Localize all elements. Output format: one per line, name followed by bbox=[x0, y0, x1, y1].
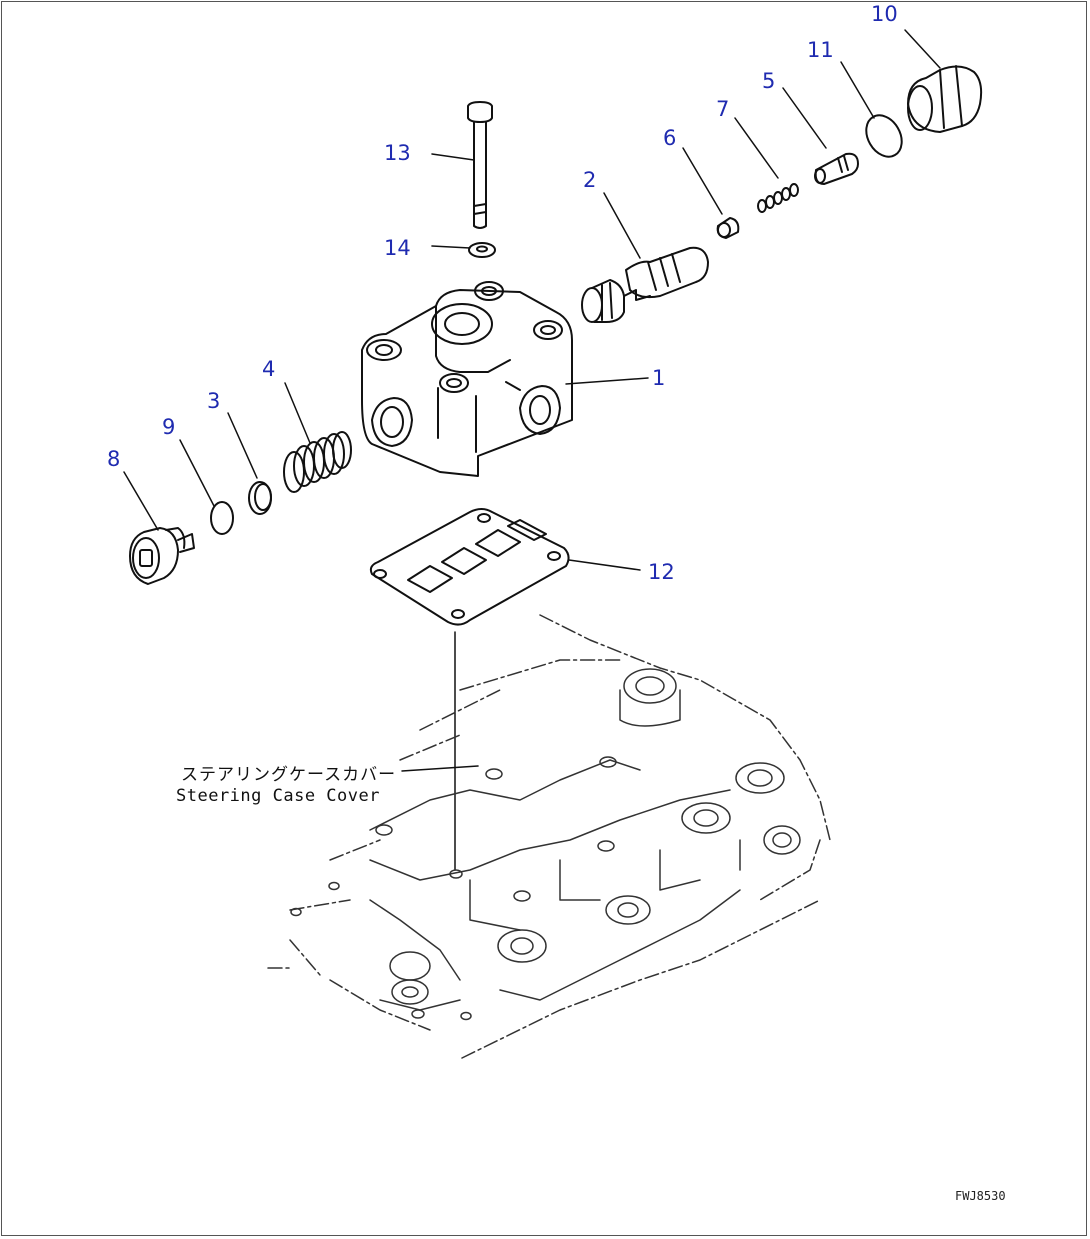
part-9-o-ring bbox=[210, 501, 234, 535]
part-7-spring bbox=[757, 183, 799, 213]
reference-label-english: Steering Case Cover bbox=[176, 786, 380, 806]
part-11-o-ring bbox=[865, 114, 903, 158]
part-1-valve-body bbox=[361, 281, 573, 477]
callout-13: 13 bbox=[384, 141, 411, 165]
leader-11 bbox=[840, 61, 875, 119]
callout-11: 11 bbox=[807, 38, 834, 62]
part-5-piston bbox=[814, 152, 859, 185]
part-10-plug bbox=[907, 65, 983, 133]
leader-lines bbox=[123, 29, 941, 871]
callout-9: 9 bbox=[162, 415, 176, 439]
leader-2 bbox=[603, 192, 641, 259]
steering-case-cover-phantom bbox=[267, 614, 831, 1059]
callout-4: 4 bbox=[262, 357, 276, 381]
leader-7 bbox=[734, 117, 779, 179]
callout-8: 8 bbox=[107, 447, 121, 471]
steering-case-cover-features bbox=[290, 668, 801, 1021]
callout-1: 1 bbox=[652, 366, 666, 390]
leader-12 bbox=[568, 559, 641, 571]
leader-6 bbox=[682, 147, 723, 215]
leader-5 bbox=[782, 87, 827, 149]
part-8-plug bbox=[129, 527, 195, 585]
leader-13 bbox=[431, 153, 475, 161]
callout-10: 10 bbox=[871, 2, 898, 26]
drawing-code: FWJ8530 bbox=[955, 1189, 1006, 1203]
leader-9 bbox=[179, 439, 215, 507]
part-14-washer bbox=[468, 242, 496, 258]
part-4-spring bbox=[283, 431, 352, 493]
part-6-plug bbox=[716, 217, 740, 239]
part-3-ring bbox=[248, 481, 272, 515]
part-2-spool bbox=[581, 246, 709, 323]
leader-14 bbox=[431, 245, 471, 249]
leader-4 bbox=[284, 382, 311, 444]
leader-10 bbox=[904, 29, 941, 69]
part-12-gasket bbox=[369, 508, 570, 626]
callout-5: 5 bbox=[762, 69, 776, 93]
callout-6: 6 bbox=[663, 126, 677, 150]
callout-2: 2 bbox=[583, 168, 597, 192]
leader-1 bbox=[565, 377, 649, 385]
callout-12: 12 bbox=[648, 560, 675, 584]
reference-leader bbox=[401, 765, 479, 772]
callout-14: 14 bbox=[384, 236, 411, 260]
callout-3: 3 bbox=[207, 389, 221, 413]
callout-7: 7 bbox=[716, 97, 730, 121]
leader-3 bbox=[227, 412, 258, 479]
part-13-bolt bbox=[467, 101, 493, 229]
reference-label-japanese: ステアリングケースカバー bbox=[181, 765, 397, 785]
leader-8 bbox=[123, 471, 159, 531]
